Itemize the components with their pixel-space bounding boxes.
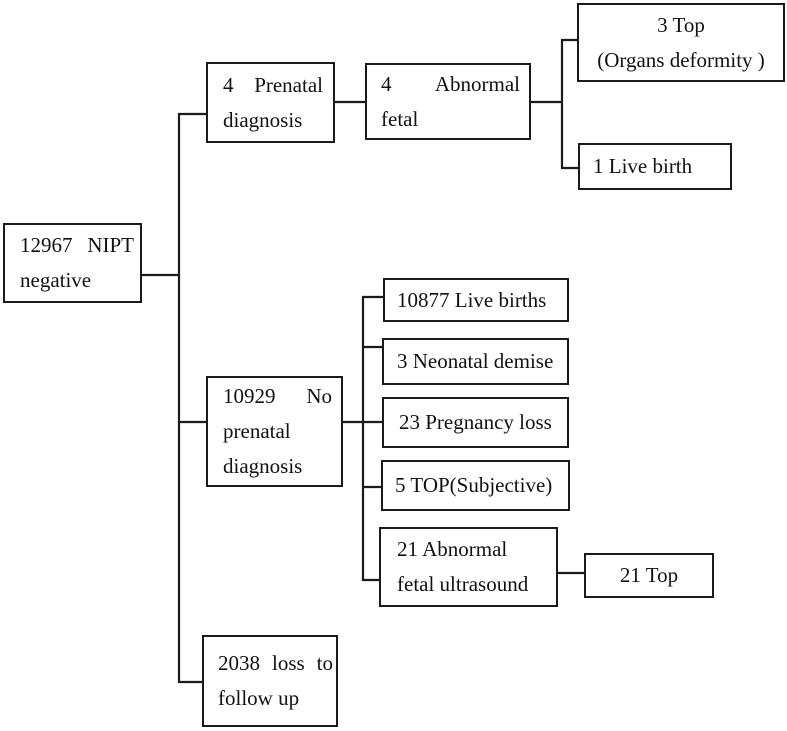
node-neonatal-demise: 3 Neonatal demise [382,338,569,385]
node-text-line: 4 Abnormal [381,71,520,96]
node-abnormal-fetal-ultrasound: 21 Abnormal fetal ultrasound [379,527,558,607]
node-text-line: diagnosis [223,107,303,132]
node-text-line: 3 Top [657,12,705,37]
node-text-line: 12967 NIPT [20,233,134,257]
node-text-line: follow up [218,686,300,710]
node-text-line: 10877 Live births [397,287,547,312]
node-text-line: 4 Prenatal [223,72,323,97]
node-no-prenatal-diagnosis: 10929 No prenatal diagnosis [206,376,343,487]
node-nipt-negative: 12967 NIPT negative [3,223,142,303]
node-top-organs-deformity: 3 Top (Organs deformity ) [577,3,785,82]
node-text-line: fetal ultrasound [397,572,529,596]
node-live-birth: 1 Live birth [578,143,732,190]
node-top-subjective: 5 TOP(Subjective) [381,460,570,511]
node-text-line: diagnosis [223,454,303,478]
node-text-line: 3 Neonatal demise [397,349,554,373]
node-prenatal-diagnosis: 4 Prenatal diagnosis [206,62,335,143]
node-text-line: 10929 No [223,384,332,408]
node-top-21: 21 Top [584,553,714,598]
connector-group [142,38,584,684]
node-text-line: negative [20,268,92,292]
connector-middle-bracket [361,295,383,582]
node-loss-to-follow-up: 2038 loss to follow up [202,635,338,727]
connector-main-trunk [177,112,206,684]
node-text-line: 23 Pregnancy loss [399,410,552,434]
node-live-births: 10877 Live births [383,278,569,322]
node-text-line: fetal [381,106,419,131]
node-text-line: 1 Live birth [593,154,693,178]
node-text-line: (Organs deformity ) [597,47,765,72]
node-text-line: 5 TOP(Subjective) [395,473,553,497]
connector-abnormal-bracket [560,38,578,170]
node-abnormal-fetal: 4 Abnormal fetal [365,63,531,140]
node-pregnancy-loss: 23 Pregnancy loss [382,397,569,448]
node-text-line: 21 Abnormal [397,537,508,561]
node-text-line: 2038 loss to [218,651,333,675]
node-text-line: 21 Top [619,563,679,587]
node-text-line: prenatal [223,419,291,443]
